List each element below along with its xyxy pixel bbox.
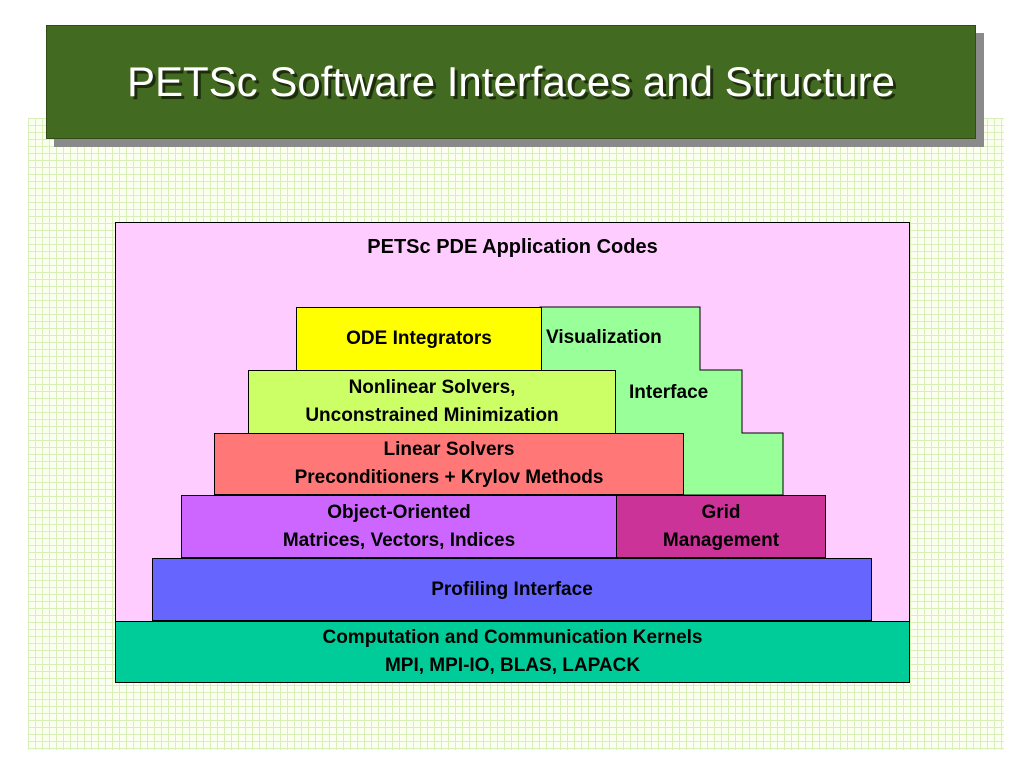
nonlinear-solvers-line1: Nonlinear Solvers,: [348, 377, 516, 398]
grid-management-box: Grid Management: [616, 495, 826, 558]
object-oriented-line1: Object-Oriented: [327, 501, 471, 523]
object-oriented-box: Object-Oriented Matrices, Vectors, Indic…: [181, 495, 617, 558]
linear-solvers-box: Linear Solvers Preconditioners + Krylov …: [214, 433, 684, 495]
slide-title: PETSc Software Interfaces and Structure: [126, 58, 896, 105]
profiling-interface-label: Profiling Interface: [431, 578, 593, 600]
visualization-label-line1: Visualization: [546, 327, 662, 348]
linear-solvers-line2: Preconditioners + Krylov Methods: [294, 467, 604, 488]
nonlinear-solvers-line2: Unconstrained Minimization: [305, 405, 559, 426]
application-layer-label: PETSc PDE Application Codes: [367, 236, 658, 258]
kernels-line2: MPI, MPI-IO, BLAS, LAPACK: [384, 655, 641, 676]
ode-integrators-label: ODE Integrators: [346, 328, 492, 349]
object-oriented-line2: Matrices, Vectors, Indices: [282, 529, 516, 551]
nonlinear-solvers-box: Nonlinear Solvers, Unconstrained Minimiz…: [248, 370, 616, 434]
ode-integrators-box: ODE Integrators: [296, 307, 542, 371]
grid-management-line1: Grid: [701, 501, 741, 523]
linear-solvers-line1: Linear Solvers: [383, 439, 515, 460]
title-bar: PETSc Software Interfaces and Structure: [46, 25, 976, 139]
kernels-line1: Computation and Communication Kernels: [322, 627, 703, 648]
kernels-box: Computation and Communication Kernels MP…: [115, 621, 910, 683]
profiling-interface-box: Profiling Interface: [152, 558, 872, 621]
grid-management-line2: Management: [662, 529, 780, 551]
visualization-label-line2: Interface: [629, 382, 709, 403]
